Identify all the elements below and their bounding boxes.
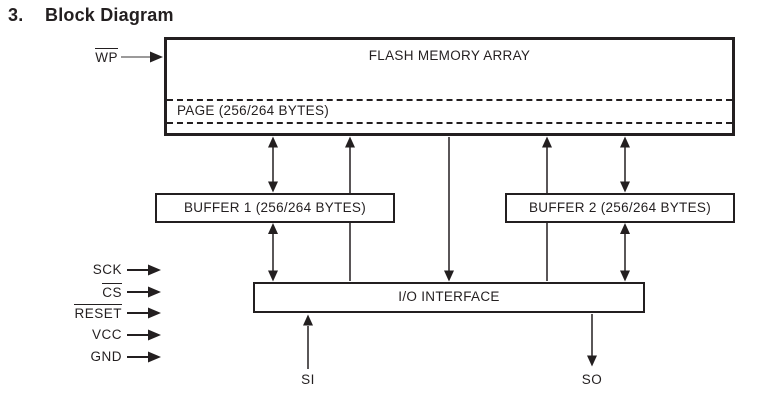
reset-arrow [127, 307, 161, 319]
si-arrow [303, 314, 313, 369]
signal-label-reset: RESET [40, 304, 122, 322]
flash-buffer1-double-arrow [268, 136, 278, 193]
page-region-divider-top [167, 99, 732, 101]
so-text: SO [581, 372, 603, 387]
cs-arrow [127, 286, 161, 298]
page-region-divider-bottom [167, 122, 732, 124]
so-arrow [587, 314, 597, 367]
signal-label-si: SI [283, 371, 333, 389]
signal-label-wp: WP [60, 48, 118, 66]
signal-label-sck: SCK [40, 261, 122, 279]
sck-arrow [127, 264, 161, 276]
buffer2-label: BUFFER 2 (256/264 BYTES) [528, 200, 711, 215]
io-interface-box: I/O INTERFACE [253, 282, 645, 313]
io-interface-label: I/O INTERFACE [398, 289, 500, 304]
gnd-arrow [127, 351, 161, 363]
gnd-text: GND [90, 349, 122, 364]
sck-text: SCK [92, 262, 122, 277]
signal-label-cs: CS [40, 283, 122, 301]
flash-memory-array-label: FLASH MEMORY ARRAY [368, 48, 531, 63]
page-title: 3. Block Diagram [8, 5, 174, 26]
wp-arrow [121, 51, 163, 63]
section-title: Block Diagram [45, 5, 174, 25]
section-number: 3. [8, 5, 24, 25]
buffer1-label: BUFFER 1 (256/264 BYTES) [183, 200, 366, 215]
flash-buffer2-double-arrow [620, 136, 630, 193]
cs-text: CS [102, 283, 122, 300]
flash-memory-array-box: FLASH MEMORY ARRAY PAGE (256/264 BYTES) [164, 37, 735, 136]
reset-text: RESET [74, 304, 122, 321]
flash-io-down-arrow [444, 137, 454, 282]
page-partition-label: PAGE (256/264 BYTES) [177, 103, 330, 118]
buffer1-io-double-arrow [268, 223, 278, 282]
vcc-text: VCC [91, 327, 122, 342]
buffer2-box: BUFFER 2 (256/264 BYTES) [505, 193, 735, 223]
buffer2-io-double-arrow [620, 223, 630, 282]
buffer1-box: BUFFER 1 (256/264 BYTES) [155, 193, 395, 223]
signal-label-vcc: VCC [40, 326, 122, 344]
signal-label-gnd: GND [40, 348, 122, 366]
vcc-arrow [127, 329, 161, 341]
signal-label-so: SO [567, 371, 617, 389]
wp-text: WP [95, 48, 118, 65]
si-text: SI [301, 372, 315, 387]
